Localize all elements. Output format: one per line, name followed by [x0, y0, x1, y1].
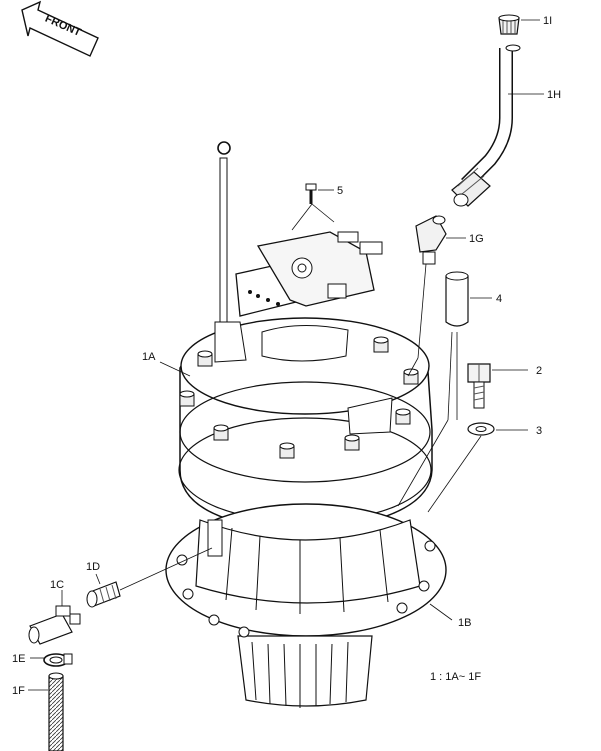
body-bolt [197, 350, 213, 367]
part-1B-lower-housing [165, 503, 447, 708]
body-bolt [344, 434, 360, 451]
callout-1C: 1C [50, 579, 64, 591]
part-1F-hose [48, 672, 64, 751]
callout-4: 4 [496, 293, 502, 305]
part-1H-pipe [451, 44, 521, 207]
callout-1A: 1A [142, 351, 156, 363]
callout-1D: 1D [86, 561, 100, 573]
callout-3: 3 [536, 425, 542, 437]
callout-1H: 1H [547, 89, 561, 101]
callout-1I: 1I [543, 15, 552, 27]
callout-1E: 1E [12, 653, 25, 665]
part-1I-cap [498, 14, 520, 35]
part-4-pin [445, 271, 469, 420]
body-bolt [403, 368, 419, 385]
leader-lines [28, 19, 544, 691]
callout-1F: 1F [12, 685, 25, 697]
front-arrow: FRONT [21, 0, 99, 57]
footnote: 1 : 1A~ 1F [430, 671, 481, 683]
body-bolt [395, 408, 411, 425]
part-2-bolt [467, 363, 491, 409]
callout-1B: 1B [458, 617, 471, 629]
callout-1G: 1G [469, 233, 484, 245]
valve-block [235, 203, 383, 317]
body-bolt [279, 442, 295, 459]
part-3-washer [467, 422, 495, 436]
part-1D-plug [86, 547, 213, 608]
dipstick [217, 141, 231, 329]
part-1A-motor-body [178, 317, 433, 533]
part-5-bolt [305, 183, 317, 204]
callout-5: 5 [337, 185, 343, 197]
part-1G-elbow [415, 215, 447, 265]
part-1E-clamp [43, 653, 73, 667]
body-bolt [179, 390, 195, 407]
callout-2: 2 [536, 365, 542, 377]
body-bolt [373, 336, 389, 353]
body-bolt [213, 424, 229, 441]
part-1C-fitting [28, 605, 81, 645]
